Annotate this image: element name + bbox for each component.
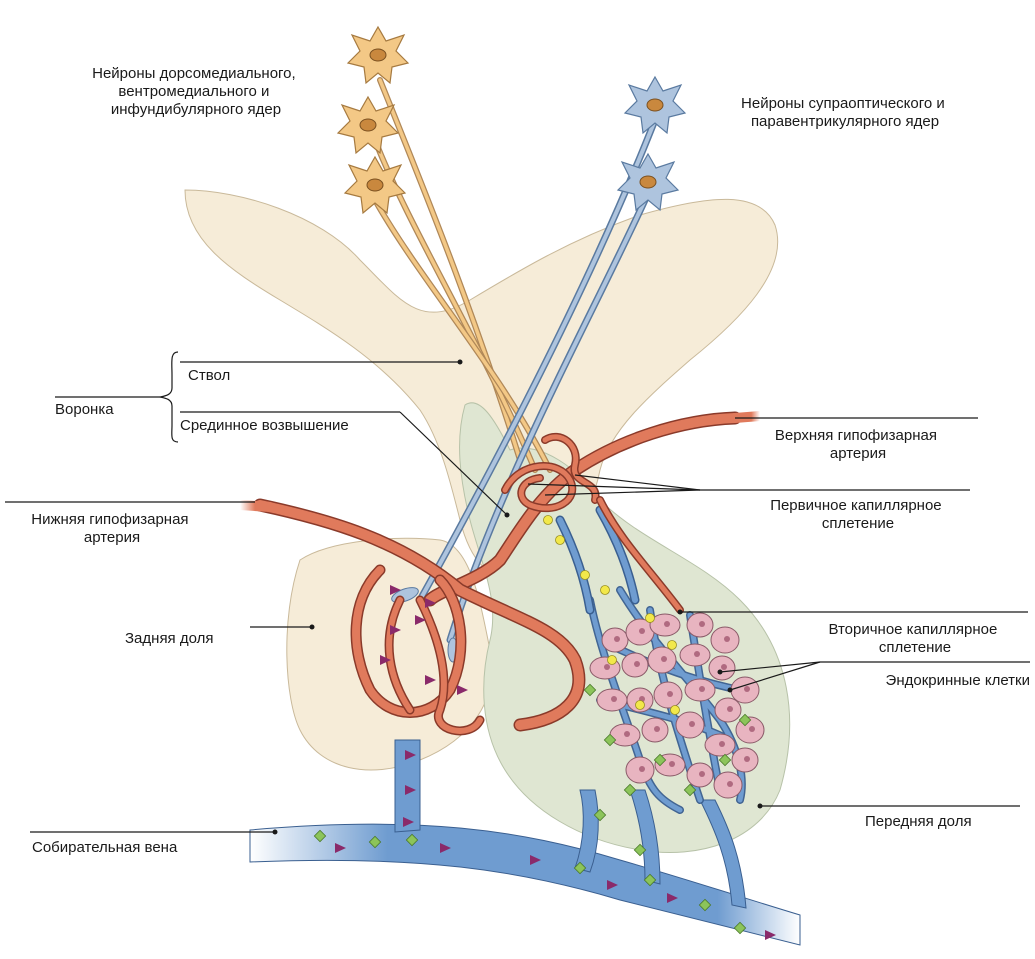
hormone-dot-yellow: [671, 706, 680, 715]
hormone-dot-yellow: [636, 701, 645, 710]
hormone-dot-yellow: [646, 614, 655, 623]
cell-nucleus: [611, 696, 617, 702]
hormone-dot-yellow: [668, 641, 677, 650]
label-infundibulum: Воронка: [55, 401, 114, 418]
cell-nucleus: [721, 664, 727, 670]
cell-nucleus: [654, 726, 660, 732]
label-median-eminence: Срединное возвышение: [180, 417, 349, 434]
cell-nucleus: [667, 691, 673, 697]
cell-nucleus: [719, 741, 725, 747]
label-secondary-plexus: Вторичное капиллярное сплетение: [828, 621, 1001, 656]
label-superior-artery: Верхняя гипофизарная артерия: [775, 427, 941, 462]
label-neurons-blue: Нейроны супраоптического и паравентрикул…: [741, 95, 949, 130]
hormone-dot-yellow: [608, 656, 617, 665]
cell-nucleus: [727, 781, 733, 787]
label-endocrine-cells: Эндокринные клетки: [886, 672, 1030, 689]
label-neurons-orange: Нейроны дорсомедиального, вентромедиальн…: [92, 65, 300, 118]
cell-nucleus: [699, 686, 705, 692]
cell-nucleus: [727, 706, 733, 712]
cell-nucleus: [639, 766, 645, 772]
cell-nucleus: [614, 636, 620, 642]
cell-nucleus: [724, 636, 730, 642]
cell-nucleus: [699, 621, 705, 627]
cell-nucleus: [604, 664, 610, 670]
cell-nucleus: [661, 656, 667, 662]
label-stalk: Ствол: [188, 367, 230, 384]
orange-neuron: [348, 27, 408, 83]
cell-nucleus: [634, 661, 640, 667]
label-posterior-lobe: Задняя доля: [125, 630, 214, 647]
cell-nucleus: [744, 756, 750, 762]
cell-nucleus: [749, 726, 755, 732]
hormone-dot-yellow: [581, 571, 590, 580]
hormone-dot-yellow: [556, 536, 565, 545]
label-collecting-vein: Собирательная вена: [32, 839, 178, 856]
label-inferior-artery: Нижняя гипофизарная артерия: [31, 511, 192, 546]
blue-neurons: [618, 77, 685, 210]
label-primary-plexus: Первичное капиллярное сплетение: [770, 497, 946, 532]
cell-nucleus: [624, 731, 630, 737]
hormone-dot-yellow: [601, 586, 610, 595]
cell-nucleus: [689, 721, 695, 727]
hormone-dot-yellow: [544, 516, 553, 525]
cell-nucleus: [694, 651, 700, 657]
cell-nucleus: [639, 628, 645, 634]
cell-nucleus: [669, 761, 675, 767]
cell-nucleus: [744, 686, 750, 692]
cell-nucleus: [699, 771, 705, 777]
cell-nucleus: [664, 621, 670, 627]
label-anterior-lobe: Передняя доля: [865, 813, 972, 830]
